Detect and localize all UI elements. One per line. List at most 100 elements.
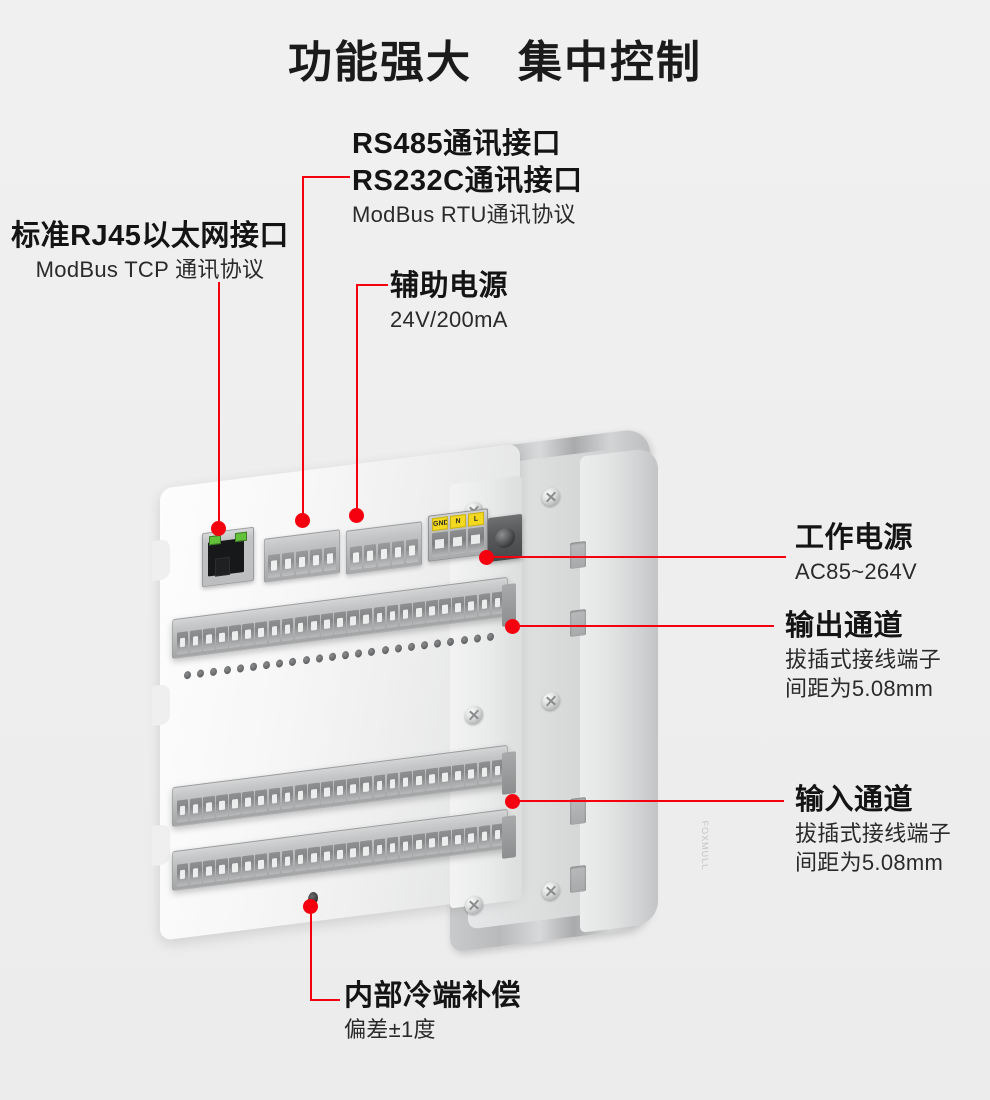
vent-slot <box>570 608 586 638</box>
callout-rs232c-title: RS232C通讯接口 <box>352 165 583 198</box>
callout-work-power: 工作电源 AC85~264V <box>795 520 917 586</box>
power-label-gnd: GND <box>432 516 448 532</box>
leader-elbow-aux-power <box>356 284 388 286</box>
leader-line-output-channel <box>512 625 774 627</box>
leader-dot-output-channel <box>505 619 520 634</box>
callout-input-channel-sub-1: 拔插式接线端子 <box>795 821 952 847</box>
callout-ethernet-title: 标准RJ45以太网接口 <box>11 220 289 252</box>
input-strip-cap <box>502 751 516 795</box>
page-title: 功能强大 集中控制 <box>288 38 702 87</box>
leader-line-serial <box>302 176 304 521</box>
terminal-screw-cell <box>347 777 360 802</box>
callout-cold-junction-title: 内部冷端补偿 <box>344 980 522 1012</box>
terminal-screw-cell <box>281 850 294 874</box>
terminal-screw-cell <box>229 792 241 816</box>
terminal-screw-cell <box>216 794 228 818</box>
terminal-screw-cell <box>307 846 320 871</box>
terminal-screw-cell <box>294 848 307 872</box>
device-photo: FOXMULL GND N L <box>150 427 790 953</box>
terminal-screw-cell <box>307 782 320 807</box>
power-label-l: L <box>468 511 484 527</box>
leader-line-work-power <box>486 556 786 558</box>
terminal-screw-cell <box>360 776 373 800</box>
leader-line-cold-junction <box>310 906 312 1001</box>
terminal-screw-cell <box>321 845 333 869</box>
terminal-screw-cell <box>281 618 294 642</box>
terminal-screw-cell <box>399 603 412 627</box>
leader-elbow-serial <box>302 176 350 178</box>
rj45-led-green <box>235 531 247 543</box>
leader-dot-cold-junction <box>303 899 318 914</box>
terminal-screw-cell <box>426 831 438 856</box>
mounting-notch <box>152 683 170 727</box>
terminal-screw-cell <box>373 838 386 862</box>
rj45-led-green <box>209 534 221 546</box>
callout-aux-power-sub: 24V/200mA <box>390 307 508 333</box>
callout-cold-junction-sub: 偏差±1度 <box>344 1017 436 1043</box>
terminal-screw-cell <box>347 609 360 634</box>
terminal-screw-cell <box>229 856 241 880</box>
input-strip-cap-lower <box>502 815 516 859</box>
terminal-screw-cell <box>268 851 281 876</box>
terminal-screw-cell <box>426 599 438 624</box>
terminal-screw-cell <box>412 833 425 857</box>
vent-hole <box>421 640 429 650</box>
terminal-screw-cell <box>334 779 346 803</box>
terminal-screw-cell <box>255 853 268 877</box>
terminal-screw-cell <box>176 863 189 887</box>
power-connector-knob <box>495 526 515 550</box>
callout-aux-power: 辅助电源 24V/200mA <box>390 268 508 334</box>
terminal-screw-cell <box>386 772 399 797</box>
terminal-screw-cell <box>439 598 451 622</box>
terminal-screw-cell <box>465 826 478 851</box>
callout-ethernet-sub: ModBus TCP 通讯协议 <box>35 257 265 283</box>
leader-elbow-cold-junction <box>310 999 340 1001</box>
callout-input-channel-title: 输入通道 <box>795 784 914 816</box>
terminal-screw-cell <box>255 789 268 813</box>
vent-hole <box>210 667 218 677</box>
vent-hole <box>342 650 350 660</box>
callout-serial-sub: ModBus RTU通讯协议 <box>352 202 576 228</box>
leader-dot-aux-power <box>349 508 364 523</box>
vent-hole <box>236 664 244 673</box>
leader-line-input-channel <box>512 800 784 802</box>
mounting-notch <box>152 823 170 867</box>
terminal-screw-cell <box>334 611 346 635</box>
vent-hole <box>355 649 363 658</box>
terminal-screw-cell <box>189 629 202 653</box>
brand-mark: FOXMULL <box>700 820 710 871</box>
terminal-screw-cell <box>452 596 465 620</box>
vent-hole <box>315 654 323 663</box>
terminal-screw-cell <box>478 761 491 785</box>
callout-work-power-title: 工作电源 <box>795 522 914 554</box>
terminal-screw-cell <box>334 843 346 867</box>
terminal-screw-cell <box>439 766 451 790</box>
leader-line-ethernet <box>218 282 220 527</box>
terminal-screw-cell <box>426 767 438 792</box>
terminal-screw-cell <box>229 624 241 648</box>
callout-output-channel: 输出通道 拔插式接线端子 间距为5.08mm <box>785 608 941 703</box>
leader-line-aux-power <box>356 284 358 515</box>
terminal-screw-cell <box>452 764 465 788</box>
leader-dot-work-power <box>479 550 494 565</box>
power-label-n: N <box>450 513 466 530</box>
vent-hole <box>197 669 205 678</box>
terminal-screw-cell <box>281 786 294 810</box>
terminal-screw-cell <box>373 774 386 798</box>
terminal-screw-cell <box>386 604 399 629</box>
mounting-notch <box>152 538 170 582</box>
terminal-screw-cell <box>176 631 189 655</box>
vent-hole <box>394 644 402 653</box>
vent-hole <box>486 632 494 642</box>
leader-dot-serial <box>295 513 310 528</box>
vent-hole <box>263 660 271 670</box>
vent-hole <box>447 637 455 647</box>
terminal-screw-cell <box>399 771 412 795</box>
terminal-screw-cell <box>242 855 255 879</box>
callout-output-channel-sub-1: 拔插式接线端子 <box>785 647 942 673</box>
terminal-screw-cell <box>255 621 268 645</box>
vent-hole <box>249 662 257 672</box>
terminal-screw-cell <box>189 861 202 885</box>
vent-hole <box>381 645 389 655</box>
terminal-screw-cell <box>465 762 478 787</box>
